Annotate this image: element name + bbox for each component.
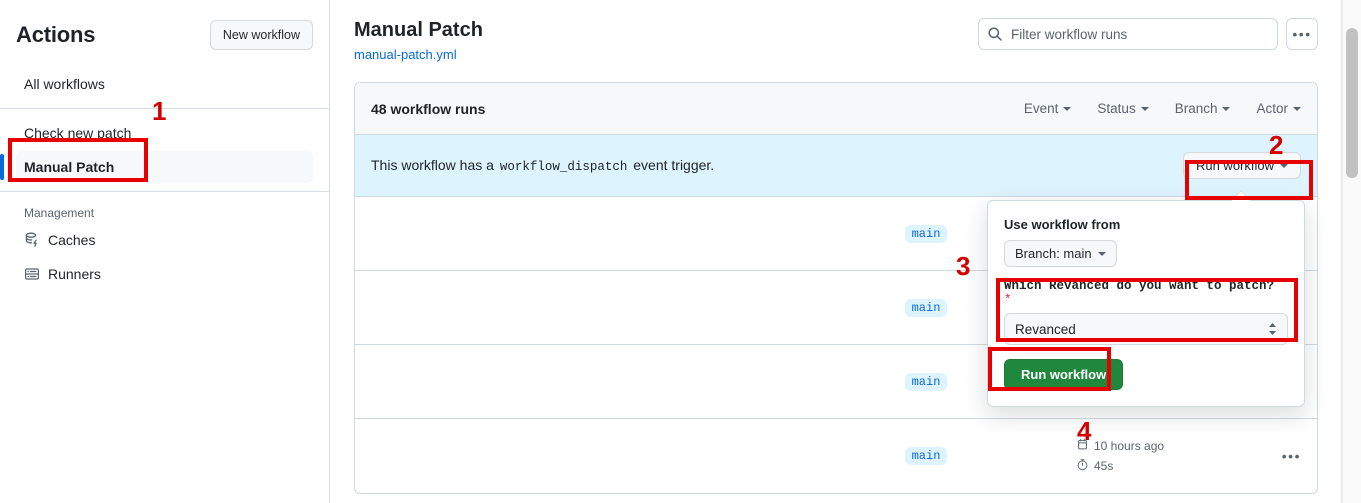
branch-selector[interactable]: Branch: main	[1004, 240, 1117, 267]
filter-status[interactable]: Status	[1097, 101, 1149, 116]
workflow-file-link[interactable]: manual-patch.yml	[354, 47, 457, 62]
workflow-input-label: Which Revanced do you want to patch? *	[1004, 279, 1288, 307]
header-controls: •••	[978, 18, 1318, 50]
sidebar-item-label: Check new patch	[24, 125, 132, 141]
dispatch-prefix: This workflow has a	[371, 157, 494, 173]
sidebar-item-manual-patch[interactable]: Manual Patch	[0, 151, 313, 183]
sidebar-section-management: Management	[24, 206, 95, 220]
new-workflow-button[interactable]: New workflow	[209, 20, 313, 50]
sidebar-item-check-new-patch[interactable]: Check new patch	[16, 117, 313, 149]
page-title: Actions	[16, 22, 96, 47]
filter-event-label: Event	[1023, 101, 1059, 116]
required-asterisk: *	[1004, 293, 1012, 307]
runners-icon	[24, 266, 40, 282]
sidebar-divider-1	[0, 108, 329, 109]
dispatch-suffix: event trigger.	[633, 157, 715, 173]
dispatch-event-code: workflow_dispatch	[499, 160, 628, 174]
scrollbar-thumb[interactable]	[1346, 28, 1358, 178]
branch-selector-label: Branch: main	[1015, 246, 1092, 261]
run-duration-text: 45s	[1094, 459, 1114, 473]
run-branch-cell: main	[776, 298, 1076, 317]
run-timestamp-text: 10 hours ago	[1094, 439, 1165, 453]
sidebar-item-label: Caches	[48, 232, 96, 248]
table-row[interactable]: main	[355, 271, 1317, 345]
use-workflow-from-label: Use workflow from	[1004, 217, 1121, 232]
run-workflow-dropdown-panel: Use workflow from Branch: main Which Rev…	[987, 190, 1305, 407]
more-options-button[interactable]: •••	[1286, 18, 1318, 50]
branch-badge[interactable]: main	[904, 298, 948, 317]
dispatch-message: This workflow has a workflow_dispatch ev…	[371, 157, 714, 174]
run-workflow-button-label: Run workflow	[1195, 158, 1274, 173]
filter-branch-label: Branch	[1174, 101, 1218, 116]
filter-actor[interactable]: Actor	[1256, 101, 1301, 116]
stopwatch-icon	[1076, 458, 1089, 474]
table-row[interactable]: main 10 hours ago	[355, 419, 1317, 493]
calendar-icon	[1076, 438, 1089, 454]
chevron-down-icon	[1140, 106, 1149, 111]
cache-icon	[24, 232, 40, 248]
workflow-input-label-text: Which Revanced do you want to patch?	[1004, 279, 1275, 293]
main-content: Manual Patch manual-patch.yml •••	[330, 0, 1342, 503]
vertical-scrollbar[interactable]	[1342, 0, 1361, 503]
chevron-down-icon	[1097, 251, 1106, 256]
table-row[interactable]: main	[355, 197, 1317, 271]
main-header: Manual Patch manual-patch.yml •••	[354, 16, 1318, 64]
workflow-heading: Manual Patch manual-patch.yml	[354, 16, 483, 64]
sidebar-item-all-workflows[interactable]: All workflows	[16, 68, 313, 100]
sidebar-item-label: Manual Patch	[24, 159, 115, 175]
run-branch-cell: main	[776, 224, 1076, 243]
filters-group: Event Status Branch Actor	[1024, 101, 1301, 116]
run-branch-cell: main	[776, 372, 1076, 391]
branch-badge[interactable]: main	[904, 447, 948, 465]
workflow-input-group: Which Revanced do you want to patch? * R…	[1004, 279, 1288, 345]
run-duration: 45s	[1076, 458, 1271, 474]
filter-status-label: Status	[1097, 101, 1136, 116]
sidebar-item-label: Runners	[48, 266, 101, 282]
sidebar-item-label: All workflows	[24, 76, 105, 92]
search-icon	[987, 26, 1003, 47]
row-more-button[interactable]: •••	[1281, 448, 1301, 464]
revanced-select-value: Revanced	[1015, 321, 1076, 337]
page-edge-divider	[1341, 0, 1342, 503]
sidebar-item-runners[interactable]: Runners	[16, 258, 313, 290]
branch-badge[interactable]: main	[904, 224, 948, 243]
runs-header: 48 workflow runs Event Status Branch	[355, 83, 1317, 135]
runs-count-label: 48 workflow runs	[371, 100, 486, 117]
run-workflow-dropdown-button[interactable]: Run workflow	[1182, 152, 1301, 179]
chevron-down-icon	[1293, 106, 1301, 111]
chevron-down-icon	[1063, 106, 1072, 111]
workflow-title: Manual Patch	[354, 19, 483, 41]
search-box[interactable]	[978, 18, 1278, 50]
branch-badge[interactable]: main	[904, 372, 948, 391]
sidebar-item-caches[interactable]: Caches	[16, 224, 313, 256]
sidebar: Actions New workflow All workflows Check…	[0, 0, 330, 503]
chevron-down-icon	[1222, 106, 1231, 111]
sidebar-divider-2	[0, 191, 329, 192]
filter-event[interactable]: Event	[1024, 101, 1072, 116]
filter-branch[interactable]: Branch	[1175, 101, 1231, 116]
workflow-dispatch-banner: This workflow has a workflow_dispatch ev…	[355, 135, 1317, 197]
submit-run-workflow-button[interactable]: Run workflow	[1004, 359, 1124, 390]
chevron-down-icon	[1280, 163, 1288, 168]
revanced-select[interactable]: Revanced	[1004, 313, 1288, 345]
sidebar-nav: All workflows Check new patch Manual Pat…	[0, 62, 329, 290]
filter-actor-label: Actor	[1256, 101, 1288, 116]
search-input[interactable]	[1009, 25, 1269, 43]
select-stepper-icon	[1267, 322, 1278, 336]
run-timestamp: 10 hours ago	[1076, 438, 1271, 454]
sidebar-header: Actions New workflow	[16, 0, 313, 62]
workflow-runs-panel: 48 workflow runs Event Status Branch	[354, 82, 1318, 494]
run-branch-cell: main	[776, 447, 1076, 465]
run-meta-cell: 10 hours ago 45s	[1076, 438, 1271, 474]
